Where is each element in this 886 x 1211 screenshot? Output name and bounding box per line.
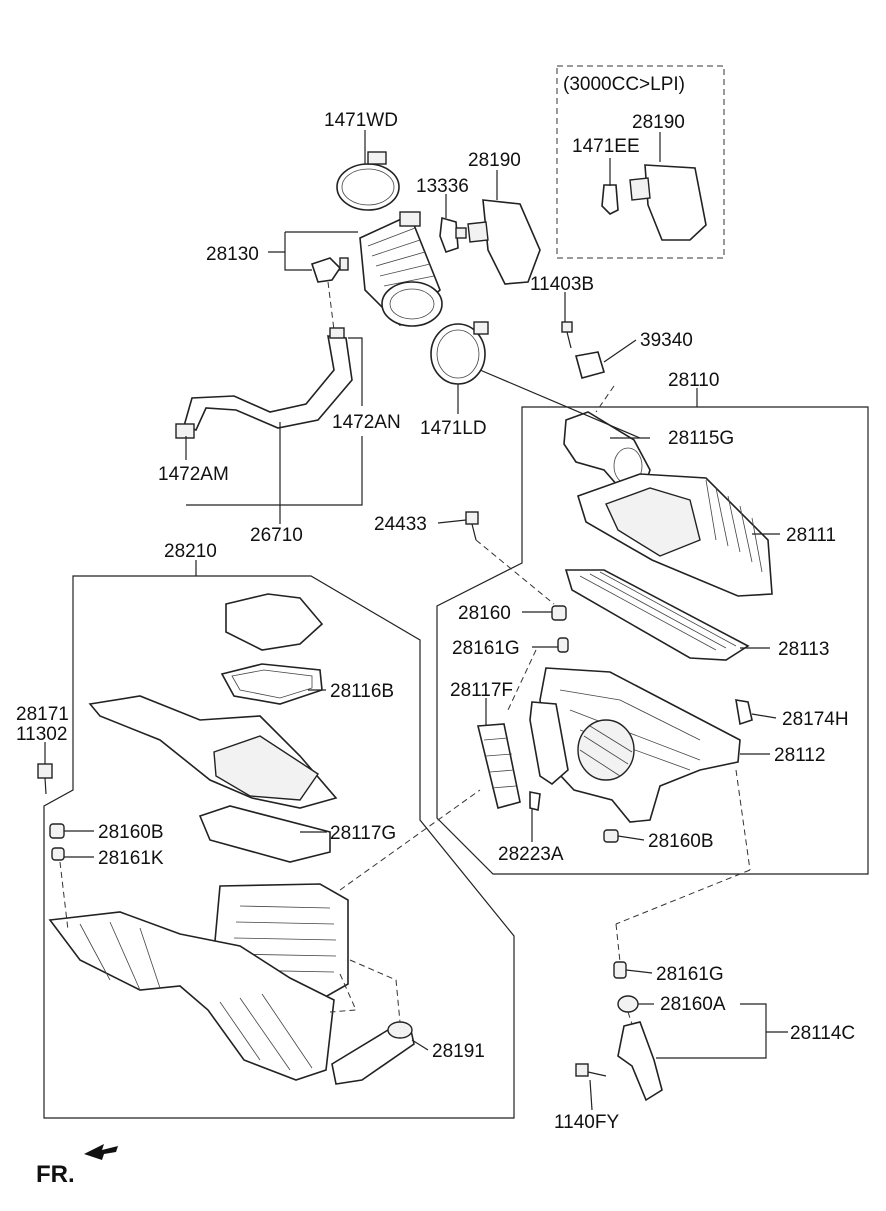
label-1471LD: 1471LD xyxy=(420,418,487,439)
label-28191: 28191 xyxy=(432,1041,485,1062)
cover-lid xyxy=(225,593,324,651)
label-28161G-lower: 28161G xyxy=(656,964,724,985)
label-28223A: 28223A xyxy=(498,844,564,865)
label-28161K: 28161K xyxy=(98,848,164,869)
label-28115G: 28115G xyxy=(668,428,734,449)
upper-cover-28111 xyxy=(577,473,773,597)
bolt-24433 xyxy=(465,511,479,541)
variant-box xyxy=(556,65,725,259)
label-11403B: 11403B xyxy=(530,274,594,295)
label-28130: 28130 xyxy=(206,244,259,265)
grommet-28160B-left xyxy=(49,823,65,839)
bolt-28171 xyxy=(37,763,53,795)
grommet-28161G-upper xyxy=(557,637,569,653)
label-28190: 28190 xyxy=(468,150,521,171)
label-28161G-upper: 28161G xyxy=(452,638,520,659)
sensor-39340 xyxy=(574,351,606,379)
label-1472AM: 1472AM xyxy=(158,464,229,485)
duct-cover xyxy=(88,695,338,809)
breather-hose-26710 xyxy=(175,327,353,439)
lower-case-28112 xyxy=(529,667,741,823)
label-28110: 28110 xyxy=(668,370,719,391)
grommet-28161K xyxy=(51,847,65,861)
label-1471WD: 1471WD xyxy=(324,110,398,131)
variant-note: (3000CC>LPI) xyxy=(563,74,685,95)
label-28117G: 28117G xyxy=(330,823,396,844)
fitting-28223A xyxy=(529,791,541,811)
intake-hose-28130 xyxy=(310,211,443,331)
label-28174H: 28174H xyxy=(782,709,849,730)
label-28111: 28111 xyxy=(786,525,836,546)
assembly-28110-outline xyxy=(436,406,869,875)
label-28190-variant: 28190 xyxy=(632,112,685,133)
label-28117F: 28117F xyxy=(450,680,513,701)
label-28112: 28112 xyxy=(774,745,825,766)
dashed-connectors xyxy=(59,385,751,1025)
bolt-1140FY xyxy=(575,1063,607,1077)
label-28160B-right: 28160B xyxy=(648,831,714,852)
label-28160B-left: 28160B xyxy=(98,822,164,843)
label-39340: 39340 xyxy=(640,330,693,351)
lower-duct xyxy=(48,911,335,1081)
bracket-28114C xyxy=(617,1021,663,1102)
front-arrow-icon xyxy=(84,1144,118,1160)
label-28160A: 28160A xyxy=(660,994,726,1015)
bolt-11403B xyxy=(561,321,573,349)
leader-lines xyxy=(44,130,788,1111)
label-24433: 24433 xyxy=(374,514,427,535)
resonator-28190-variant xyxy=(601,164,707,241)
clamp-1471WD xyxy=(336,151,400,211)
label-11302: 11302 xyxy=(16,724,67,745)
label-1472AN: 1472AN xyxy=(332,412,401,433)
assembly-28210-outline xyxy=(43,575,515,1119)
clip-28174H xyxy=(735,699,753,726)
label-28160: 28160 xyxy=(458,603,511,624)
filter-28117F xyxy=(476,723,521,809)
label-28116B: 28116B xyxy=(330,681,394,702)
label-28171: 28171 xyxy=(16,704,69,725)
label-1140FY: 1140FY xyxy=(554,1112,619,1133)
part-labels: (3000CC>LPI) 1471WD 28190 1471EE 28190 1… xyxy=(16,74,855,1188)
label-13336: 13336 xyxy=(416,176,469,197)
orientation-label: FR. xyxy=(36,1161,75,1188)
filter-element-28113 xyxy=(564,569,750,661)
gasket-28117G xyxy=(198,805,331,863)
label-28113: 28113 xyxy=(778,639,829,660)
label-28210: 28210 xyxy=(164,541,217,562)
grommet-28160B-right xyxy=(603,829,619,843)
label-1471EE: 1471EE xyxy=(572,136,640,157)
gasket-28116B xyxy=(220,663,323,705)
label-28114C: 28114C xyxy=(790,1023,855,1044)
grommet-28160 xyxy=(551,605,567,621)
label-26710: 26710 xyxy=(250,525,303,546)
grommet-28161G-lower xyxy=(613,961,627,979)
resonator-28190 xyxy=(467,199,541,285)
hose-28191 xyxy=(331,1021,415,1085)
clamp-1471LD xyxy=(430,321,489,385)
grommet-28160A xyxy=(617,995,639,1013)
fitting-13336 xyxy=(439,216,467,254)
